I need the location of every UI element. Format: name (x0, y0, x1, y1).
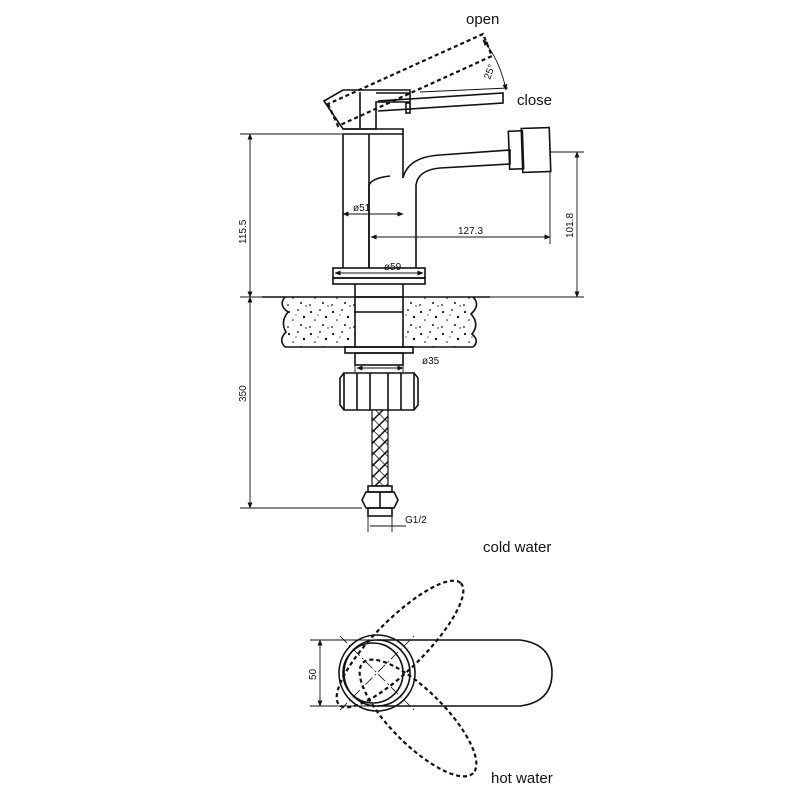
base-diameter-label: ø59 (384, 262, 402, 273)
mounting-assembly (339, 346, 419, 517)
thread-dimension: G1/2 (367, 515, 427, 532)
thread-label: G1/2 (405, 515, 427, 526)
hose-length-label: 350 (238, 385, 249, 402)
braided-hose (371, 409, 389, 487)
handle-width-label: 50 (308, 668, 319, 680)
open-label: open (466, 11, 499, 28)
spout-height-label: 101.8 (565, 213, 576, 238)
body-diameter-label: ø51 (353, 203, 371, 214)
height-dimension: 115.5 (238, 133, 343, 298)
body-diameter-dimension: ø51 (342, 203, 404, 217)
height-total-label: 115.5 (238, 219, 249, 244)
close-label: close (517, 92, 552, 109)
spout-reach-dimension: 127.3 (370, 172, 551, 244)
countertop-section (262, 296, 490, 348)
hose-length-dimension: 350 (238, 296, 362, 509)
mixer-body (332, 126, 552, 297)
angle-indicator: 25° (419, 39, 509, 93)
cold-water-label: cold water (483, 539, 551, 556)
shank-diameter-dimension: ø35 (354, 356, 440, 372)
top-view: 50 (308, 579, 553, 778)
spout-reach-label: 127.3 (458, 226, 483, 237)
lever-handle (322, 32, 504, 135)
base-diameter-dimension: ø59 (334, 262, 424, 276)
shank-diameter-label: ø35 (422, 356, 440, 367)
angle-label: 25° (482, 63, 498, 81)
hot-water-label: hot water (491, 770, 553, 787)
spout-height-dimension: 101.8 (490, 151, 584, 298)
